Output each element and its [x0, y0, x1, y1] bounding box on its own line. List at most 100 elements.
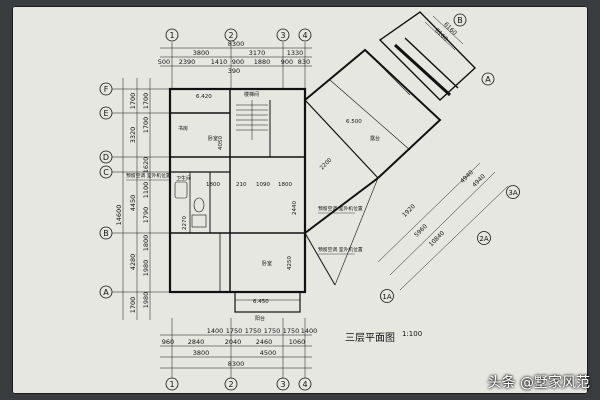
left-dimension-text: 14600 1700 3320 4450 4280 1700 1700 1700… — [115, 93, 150, 314]
diagonal-dimension-text: 6160 6160 4940 4940 5960 10840 1920 — [401, 21, 487, 248]
axis-label-left-D: D — [103, 153, 109, 162]
svg-text:预留空调 室外机位置: 预留空调 室外机位置 — [126, 172, 171, 179]
dim-left-detail-3: 1620 — [142, 157, 150, 174]
right-axis-bubbles: B A — [453, 13, 495, 86]
dim-left-span-2: 3320 — [129, 127, 137, 144]
dim-top-total: 8300 — [228, 40, 245, 48]
dim-top-detail-7: 830 — [298, 58, 310, 66]
dim-left-total: 14600 — [115, 205, 123, 226]
drawing-scale: 1:100 — [402, 330, 423, 338]
axis-label-diag-3A: 3A — [508, 189, 517, 197]
svg-text:楼梯间: 楼梯间 — [244, 91, 259, 98]
axis-label-right-B: B — [457, 16, 463, 25]
plan-walls — [168, 87, 307, 313]
svg-text:2270: 2270 — [182, 216, 188, 230]
svg-text:1400: 1400 — [301, 327, 318, 335]
bottom-dimension-text: 1400 1750 1750 1750 1750 1400 960 2840 2… — [162, 327, 317, 368]
axis-bubble-top-3 — [276, 28, 290, 42]
svg-text:卧室: 卧室 — [262, 260, 272, 267]
dim-left-detail-7: 1980 — [142, 260, 150, 277]
svg-text:露台: 露台 — [370, 135, 380, 142]
svg-text:1750: 1750 — [264, 327, 281, 335]
top-dimension-lines — [160, 42, 312, 90]
drawing-title: 三层平面图 — [345, 333, 395, 344]
diagonal-axis-bubbles: 3A 2A 1A — [380, 185, 520, 303]
axis-label-left-B: B — [103, 229, 109, 238]
svg-text:1750: 1750 — [245, 327, 262, 335]
dim-top-detail-1: 500 — [158, 58, 170, 66]
diagonal-dimension-lines — [377, 15, 509, 291]
dim-top-detail-4: 900 — [232, 58, 244, 66]
axis-label-right-A: A — [485, 75, 491, 84]
drawing-sheet — [12, 6, 588, 394]
svg-text:1750: 1750 — [226, 327, 243, 335]
svg-text:6.500: 6.500 — [346, 119, 362, 125]
svg-text:6.450: 6.450 — [253, 299, 269, 305]
axis-label-left-A: A — [103, 288, 109, 297]
svg-text:2460: 2460 — [256, 338, 273, 346]
axis-label-top-1: 1 — [169, 31, 174, 40]
svg-text:1400: 1400 — [207, 327, 224, 335]
svg-text:预留空调 室外机位置: 预留空调 室外机位置 — [318, 246, 363, 253]
dim-left-detail-8: 1980 — [142, 292, 150, 309]
lower-balcony — [234, 291, 301, 313]
axis-label-left-E: E — [103, 109, 108, 118]
svg-text:1750: 1750 — [283, 327, 300, 335]
dim-top-span-2: 3170 — [249, 49, 266, 57]
dim-top-detail-6: 900 — [281, 58, 293, 66]
dim-top-span-1: 3800 — [193, 49, 210, 57]
dim-left-detail-5: 1790 — [142, 207, 150, 224]
svg-text:预留空调 室外机位置: 预留空调 室外机位置 — [318, 205, 363, 212]
equipment-annotations: 预留空调 室外机位置 预留空调 室外机位置 预留空调 室外机位置 — [126, 172, 363, 255]
svg-text:1090: 1090 — [256, 182, 270, 188]
svg-text:卫生间: 卫生间 — [176, 175, 191, 182]
bottom-axis-bubbles: 1 2 3 4 — [165, 377, 312, 391]
left-dimension-lines — [112, 78, 170, 320]
svg-text:2: 2 — [228, 380, 233, 389]
svg-text:1800: 1800 — [206, 182, 220, 188]
axis-bubble-top-1 — [165, 28, 179, 42]
svg-text:1800: 1800 — [278, 182, 292, 188]
svg-text:书房: 书房 — [178, 125, 188, 132]
axis-label-top-3: 3 — [280, 31, 285, 40]
svg-text:1: 1 — [169, 380, 174, 389]
svg-text:6.420: 6.420 — [196, 94, 212, 100]
svg-text:2200: 2200 — [319, 157, 333, 171]
svg-text:4250: 4250 — [287, 256, 293, 270]
dim-left-detail-1: 1700 — [142, 93, 150, 110]
bottom-dimension-lines — [160, 318, 312, 378]
stair-treads — [236, 100, 268, 140]
svg-text:4500: 4500 — [260, 349, 277, 357]
left-axis-bubbles: F E D C B A — [99, 82, 113, 299]
top-axis-bubbles: 1 2 3 4 — [165, 28, 312, 42]
svg-text:3: 3 — [280, 380, 285, 389]
dim-top-span-3: 1330 — [287, 49, 304, 57]
dim-top-detail-2: 2390 — [179, 58, 196, 66]
upper-terrace — [378, 11, 477, 101]
dim-left-detail-4: 1100 — [142, 182, 150, 199]
dim-top-detail-3: 1410 — [211, 58, 228, 66]
axis-label-left-C: C — [103, 168, 109, 177]
dim-left-span-5: 1700 — [129, 297, 137, 314]
svg-text:3800: 3800 — [193, 349, 210, 357]
svg-text:1060: 1060 — [289, 338, 306, 346]
svg-text:10840: 10840 — [428, 230, 447, 249]
svg-text:阳台: 阳台 — [255, 315, 265, 322]
interior-dimension-text: 6.420 6.500 6.450 4050 1800 2200 210 109… — [182, 94, 362, 305]
diagonal-wing — [304, 11, 477, 286]
axis-label-top-4: 4 — [302, 31, 307, 40]
dim-top-detail-5: 1880 — [254, 58, 271, 66]
svg-text:4050: 4050 — [218, 136, 224, 150]
dim-left-span-3: 4450 — [129, 195, 137, 212]
dim-left-span-4: 4280 — [129, 254, 137, 271]
dim-left-detail-2: 1700 — [142, 117, 150, 134]
svg-text:8300: 8300 — [228, 360, 245, 368]
axis-label-top-2: 2 — [228, 31, 233, 40]
svg-text:4: 4 — [302, 380, 307, 389]
svg-text:卧室: 卧室 — [208, 135, 218, 142]
svg-text:1920: 1920 — [401, 203, 417, 219]
svg-text:960: 960 — [162, 338, 174, 346]
axis-bubble-top-2 — [224, 28, 238, 42]
